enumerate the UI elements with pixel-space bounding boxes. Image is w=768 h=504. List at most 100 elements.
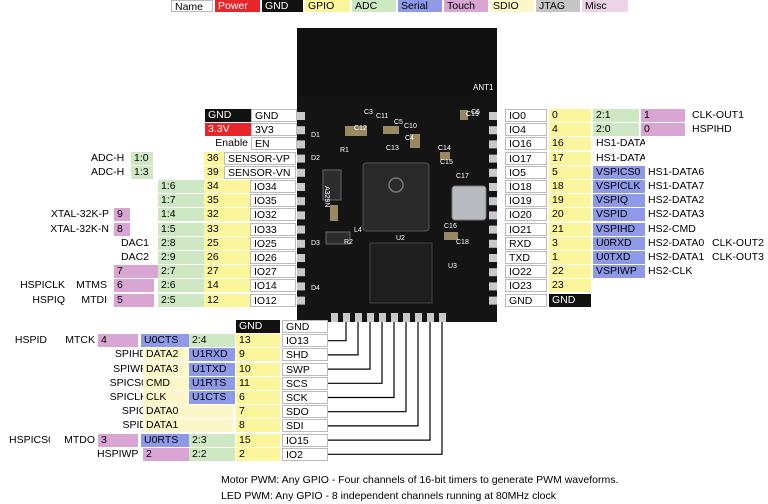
pin-label-name: IO33 [250, 222, 296, 236]
note-motor-pwm: Motor PWM: Any GPIO - Four channels of 1… [221, 474, 619, 486]
pin-label-touch: 6 [114, 279, 154, 293]
pin-label-name: IO16 [505, 137, 547, 151]
pin-label-name: IO32 [250, 208, 296, 222]
pin-label-adc: 2:4 [189, 334, 235, 348]
left-pad [297, 296, 305, 305]
pin-label-power: 3.3V [205, 123, 251, 137]
pin-label-gpio: 19 [549, 194, 591, 208]
pin-label-serial: VSPIWP [593, 265, 645, 279]
silkscreen-text: U2 [396, 235, 405, 242]
pin-label-plain: DAC1 [120, 236, 149, 249]
pin-label-gpio: 35 [204, 194, 250, 208]
pin-label-touch: 0 [641, 123, 685, 137]
silkscreen-text: U3 [448, 263, 457, 270]
pin-label-gpio: 14 [204, 279, 250, 293]
pin-label-name: IO18 [505, 180, 547, 193]
legend-item-jtag: JTAG [536, 0, 580, 12]
legend-item-gnd: GND [262, 0, 303, 12]
pin-label-gpio: 39 [204, 165, 224, 179]
pin-label-gpio: 5 [549, 165, 591, 179]
pin-label-serial: U1RXD [189, 348, 235, 362]
pin-label-gpio: 21 [549, 222, 591, 236]
pin-label-plain: HSPIQ [32, 293, 65, 306]
pin-label-plain: CLK-OUT3 [712, 251, 764, 263]
pin-label-plain: HS2-CLK [648, 265, 693, 278]
pin-label-gpio: 34 [204, 180, 250, 193]
bottom-pad [367, 313, 374, 322]
pin-label-name: IO25 [250, 236, 296, 250]
pin-label-adc: 1:0 [131, 151, 153, 165]
pin-label-plain: XTAL-32K-N [50, 222, 109, 235]
right-pad [489, 112, 497, 120]
pin-label-serial: VSPICS0 [593, 165, 645, 179]
component [440, 152, 450, 160]
pin-label-gpio: 13 [236, 334, 280, 348]
pin-label-plain: SPID [122, 419, 147, 432]
pin-label-name: IO26 [250, 251, 296, 264]
pin-wire [328, 322, 443, 455]
left-pad [297, 140, 305, 149]
pin-label-gpio: 7 [236, 405, 280, 419]
left-pad [297, 239, 305, 248]
pin-label-plain: ADC-H [91, 151, 125, 164]
legend-item-touch: Touch [444, 0, 488, 12]
edge-pads [297, 112, 497, 322]
pin-label-plain: HSPICLK [20, 279, 65, 292]
pin-label-gpio: 1 [549, 251, 591, 264]
component [330, 205, 338, 221]
pin-label-gpio: 22 [549, 265, 591, 279]
component [460, 110, 468, 120]
pin-wire [328, 322, 359, 356]
esp32-chip [362, 162, 430, 232]
pin-label-gpio: 26 [204, 251, 250, 264]
pin-label-gpio: 33 [204, 222, 250, 236]
pin-label-serial: VSPIQ [593, 194, 645, 208]
pin-label-name: 3V3 [251, 123, 297, 137]
pin-label-name: GND [282, 320, 328, 333]
pin-label-plain: HS2-DATA2 [648, 194, 705, 207]
pin-label-plain: CLK-OUT2 [712, 236, 764, 249]
pin-label-gpio: 9 [236, 348, 280, 362]
pin-label-plain: HS2-DATA3 [648, 208, 705, 221]
pin-wire [328, 322, 395, 399]
pin-label-plain: SPIQ [121, 405, 147, 418]
pin-label-serial: VSPICLK [593, 180, 645, 193]
left-pad [297, 254, 305, 262]
pin-label-plain: HSPIWP [97, 447, 139, 460]
component [444, 232, 458, 240]
pin-label-gpio: 32 [204, 208, 250, 222]
pin-label-sdio: DATA2 [143, 348, 191, 362]
pin-label-gpio: 23 [549, 279, 591, 293]
pin-label-serial: VSPID [593, 208, 645, 222]
pin-label-gpio: 20 [549, 208, 591, 222]
pin-label-name: IO0 [505, 109, 547, 122]
right-pad [489, 254, 497, 262]
pin-label-name: IO14 [250, 279, 296, 293]
pin-label-name: EN [251, 137, 297, 151]
pin-label-plain: HS2-DATA0 [648, 236, 705, 249]
pin-label-touch: 5 [114, 293, 154, 307]
pin-label-gpio: 8 [236, 419, 280, 433]
pin-label-adc: 1:7 [158, 194, 204, 208]
silkscreen-text: C19 [466, 111, 479, 118]
bottom-pad [331, 313, 338, 322]
silkscreen-text: C14 [438, 145, 451, 152]
pin-label-gpio: 16 [549, 137, 591, 151]
left-pad [297, 197, 305, 206]
pin-label-plain: HSPID [14, 334, 47, 347]
left-pad [297, 183, 305, 191]
pin-label-plain: SPICLK [109, 391, 147, 403]
left-pad [297, 225, 305, 234]
pin-label-adc: 1:5 [158, 222, 204, 236]
pin-label-gpio: 15 [236, 433, 280, 447]
pin-label-plain: HSPIHD [692, 123, 732, 136]
pin-label-name: IO2 [282, 447, 328, 461]
component [322, 169, 342, 201]
pin-label-name: SDO [282, 405, 328, 419]
note-led-pwm: LED PWM: Any GPIO - 8 independent channe… [221, 490, 557, 502]
pin-label-sdio: CMD [143, 376, 191, 390]
pin-label-plain: HS1-DATA5 [596, 151, 645, 164]
silkscreen-text: A329N [323, 186, 330, 207]
right-pad [489, 197, 497, 206]
